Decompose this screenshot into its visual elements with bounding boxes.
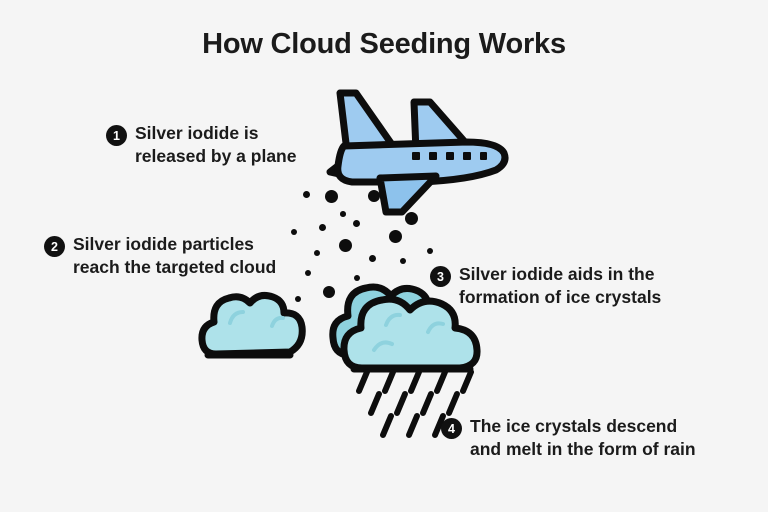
rain-streak — [394, 391, 408, 416]
particle-dot — [388, 229, 402, 243]
particle-dot — [399, 257, 407, 265]
particle-dot — [305, 270, 311, 276]
step-text-1: Silver iodide is released by a plane — [135, 123, 297, 167]
particle-dot — [404, 211, 418, 225]
step-callout-2: 2 Silver iodide particles reach the targ… — [44, 233, 276, 280]
particle-dot — [368, 190, 380, 202]
particle-dot — [318, 223, 326, 231]
particle-dot — [314, 250, 320, 256]
step-text-3: Silver iodide aids in the formation of i… — [459, 264, 662, 308]
particle-dot — [353, 274, 361, 282]
rain-streak — [380, 413, 394, 438]
rain-streak — [406, 413, 420, 438]
rain-streak — [382, 369, 396, 394]
particle-dot — [338, 238, 352, 252]
seeded-cloud-icon — [198, 292, 306, 359]
step-badge-2: 2 — [44, 236, 65, 257]
rain-streak — [460, 369, 474, 394]
plane-icon — [326, 89, 509, 216]
step-callout-3: 3 Silver iodide aids in the formation of… — [430, 263, 661, 310]
step-badge-4: 4 — [441, 418, 462, 439]
step-text-4: The ice crystals descend and melt in the… — [470, 416, 696, 460]
rain-streak — [408, 369, 422, 394]
rain-streak — [356, 369, 370, 394]
particle-dot — [295, 296, 301, 302]
page-title: How Cloud Seeding Works — [202, 28, 566, 60]
step-badge-1: 1 — [106, 125, 127, 146]
particle-dot — [302, 190, 310, 198]
rain-streak — [434, 369, 448, 394]
step-text-2: Silver iodide particles reach the target… — [73, 234, 277, 278]
step-callout-4: 4 The ice crystals descend and melt in t… — [441, 415, 696, 462]
rain-streak — [420, 391, 434, 416]
particle-dot — [426, 247, 434, 255]
particle-dot — [290, 228, 298, 236]
particle-dot — [368, 254, 376, 262]
particle-dot — [340, 211, 346, 217]
rain-streak — [446, 391, 460, 416]
step-badge-3: 3 — [430, 266, 451, 287]
plane-window-row — [412, 152, 487, 160]
rain-streak — [368, 391, 382, 416]
particle-dot — [324, 189, 338, 203]
particle-dot — [323, 286, 335, 298]
step-callout-1: 1 Silver iodide is released by a plane — [106, 122, 296, 169]
particle-dot — [352, 219, 360, 227]
